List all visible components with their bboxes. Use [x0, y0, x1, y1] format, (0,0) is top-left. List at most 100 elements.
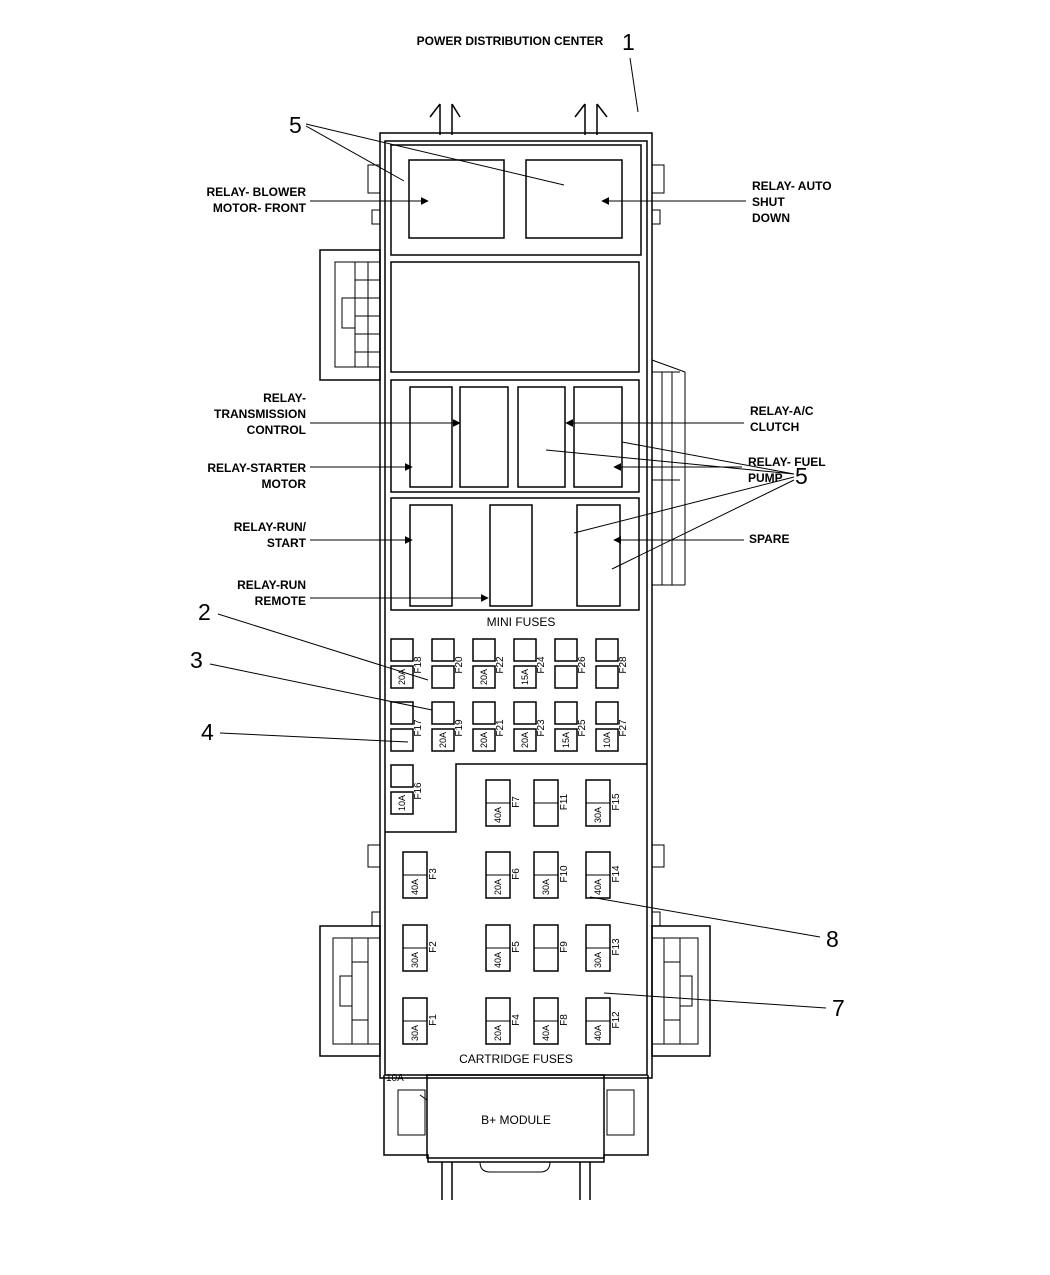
- label-relay-asd-1: RELAY- AUTO: [752, 179, 832, 193]
- diagram-title: POWER DISTRIBUTION CENTER: [417, 34, 604, 48]
- fuse-amp: 40A: [593, 879, 603, 895]
- cartridge-fuse-f13: F13 30A: [585, 924, 622, 972]
- fuse-id: F28: [618, 656, 629, 674]
- fuse-id: F16: [413, 782, 424, 800]
- cartridge-fuses-label: CARTRIDGE FUSES: [459, 1052, 573, 1066]
- relay-auto-shut-down: [525, 159, 623, 239]
- fuse-id: F8: [559, 1014, 570, 1026]
- callout-4: 4: [201, 719, 214, 745]
- fuse-amp: 20A: [438, 732, 448, 748]
- fuse-amp: 40A: [410, 879, 420, 895]
- label-relay-runremote-2: REMOTE: [255, 594, 306, 608]
- relay-run-start: [409, 504, 453, 607]
- fuse-amp: 40A: [493, 807, 503, 823]
- fuse-id: F13: [611, 938, 622, 956]
- cartridge-fuse-f10: F10 30A: [533, 851, 570, 899]
- callout-3-leader: [209, 663, 433, 711]
- fuse-id: F19: [454, 719, 465, 737]
- fuse-id: F15: [611, 793, 622, 811]
- fuse-amp: 40A: [593, 1025, 603, 1041]
- callout-5-leader-b: [305, 123, 565, 186]
- fuse-id: F9: [559, 941, 570, 953]
- callout-8-leader: [589, 896, 821, 938]
- label-relay-fuel-2: PUMP: [748, 471, 783, 485]
- label-relay-asd-3: DOWN: [752, 211, 790, 225]
- callout-7: 7: [832, 995, 845, 1021]
- right-side-rails: [651, 359, 686, 586]
- callout-2: 2: [198, 599, 211, 625]
- mini-fuse-f17: F17: [390, 701, 424, 752]
- fuse-amp: 20A: [520, 732, 530, 748]
- cartridge-fuse-f3: F3 40A: [402, 851, 439, 899]
- label-relay-asd-2: SHUT: [752, 195, 785, 209]
- fuse-id: F10: [559, 865, 570, 883]
- cartridge-fuse-f15: F15 30A: [585, 779, 622, 827]
- fuse-id: F21: [495, 719, 506, 737]
- fuse-id: F6: [511, 868, 522, 880]
- fuse-amp: 15A: [561, 732, 571, 748]
- relay-starter-motor: [409, 386, 453, 488]
- label-relay-runstart-2: START: [267, 536, 307, 550]
- fuse-id: F20: [454, 656, 465, 674]
- label-relay-starter-2: MOTOR: [262, 477, 307, 491]
- mini-fuse-f24: F24 15A: [513, 638, 547, 689]
- callout-3: 3: [190, 647, 203, 673]
- relay-ac-clutch-box: [573, 386, 623, 488]
- callout-8: 8: [826, 926, 839, 952]
- cartridge-fuse-f14: F14 40A: [585, 851, 622, 899]
- b-plus-module: [383, 1074, 649, 1200]
- callout-7-leader: [603, 992, 827, 1009]
- fuse-id: F7: [511, 796, 522, 808]
- fuse-amp: 30A: [593, 807, 603, 823]
- fuse-id: F18: [413, 656, 424, 674]
- fuse-id: F3: [428, 868, 439, 880]
- lower-side-mounts: [319, 925, 711, 1057]
- fuse-id: F2: [428, 941, 439, 953]
- fuse-amp: 20A: [397, 669, 407, 685]
- mini-fuse-f16: F16 10A: [390, 764, 424, 815]
- fuse-amp: 10A: [397, 795, 407, 811]
- cartridge-fuse-f5: F5 40A: [485, 924, 522, 972]
- b-plus-module-label: B+ MODULE: [481, 1113, 551, 1127]
- fuse-amp: 15A: [520, 669, 530, 685]
- fuse-amp: 30A: [593, 952, 603, 968]
- fuse-amp: 40A: [541, 1025, 551, 1041]
- fuse-amp: 40A: [493, 952, 503, 968]
- mini-fuse-f23: F23 20A: [513, 701, 547, 752]
- callout-2-leader: [217, 613, 429, 681]
- label-relay-ac-2: CLUTCH: [750, 420, 799, 434]
- fuse-amp: 20A: [479, 732, 489, 748]
- fuse-amp: 20A: [493, 879, 503, 895]
- fuse-id: F26: [577, 656, 588, 674]
- top-relay-compartment: [390, 144, 642, 256]
- fuse-id: F23: [536, 719, 547, 737]
- relay-blower-motor-front: [408, 159, 505, 239]
- mini-fuse-f28: F28: [595, 638, 629, 689]
- lower-relay-compartment: [390, 497, 640, 611]
- cartridge-area-border: [385, 763, 647, 833]
- fuse-id: F1: [428, 1014, 439, 1026]
- fuse-id: F22: [495, 656, 506, 674]
- fuse-id: F27: [618, 719, 629, 737]
- fuse-id: F5: [511, 941, 522, 953]
- fuse-amp: 30A: [541, 879, 551, 895]
- callout-5-right: 5: [795, 463, 808, 489]
- callout-1-leader: [629, 57, 639, 113]
- fuse-id: F24: [536, 656, 547, 674]
- relay-fuel-pump-box: [517, 386, 566, 488]
- label-relay-spare: SPARE: [749, 532, 789, 546]
- fuse-id: F4: [511, 1014, 522, 1026]
- fuse-id: F14: [611, 865, 622, 883]
- cartridge-fuse-f7: F7 40A: [485, 779, 522, 827]
- label-relay-trans-1: RELAY-: [263, 391, 306, 405]
- fuse-id: F11: [559, 793, 570, 810]
- callout-1: 1: [622, 29, 635, 55]
